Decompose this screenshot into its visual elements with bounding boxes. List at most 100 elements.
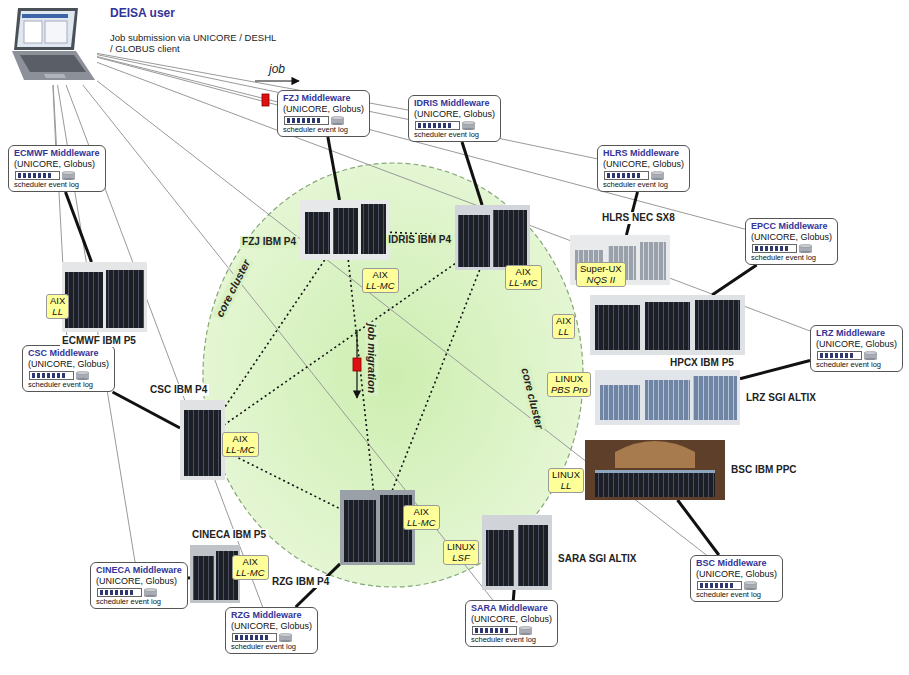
- event-log-icon-part: [785, 246, 788, 251]
- event-log-icon-part: [302, 118, 305, 123]
- event-log-icon-part: [480, 628, 483, 633]
- site-link: [113, 392, 180, 428]
- middleware-heading: BSC Middleware: [696, 558, 777, 569]
- event-log-icon-part: [98, 589, 142, 597]
- event-log-icon-part: [52, 373, 55, 378]
- job-arrow-part: [255, 80, 299, 81]
- submission-link: [97, 62, 810, 331]
- middleware-box: SARA Middleware(UNICORE, Globus)schedule…: [465, 600, 558, 647]
- scheduler-name: LL-MC: [236, 568, 265, 579]
- user-note: Job submission via UNICORE / DESHL / GLO…: [108, 32, 282, 54]
- middleware-heading: ECMWF Middleware: [14, 148, 100, 159]
- event-log-icon-part: [18, 173, 21, 178]
- job-migration-arrow: [353, 330, 361, 398]
- event-log-icon-part: [475, 628, 478, 633]
- machine-name: LRZ SGI ALTIX: [744, 392, 818, 404]
- middleware-box: HLRS Middleware(UNICORE, Globus)schedule…: [597, 145, 690, 192]
- event-log-icon: [415, 121, 477, 130]
- supercomputer-photo-part: [640, 242, 666, 280]
- machine-name: RZG IBM P4: [270, 576, 331, 588]
- supercomputer-photo-part: [600, 385, 640, 420]
- event-log-icon-part: [753, 245, 797, 253]
- event-log-icon-part: [62, 373, 65, 378]
- event-log-icon: [472, 626, 534, 635]
- site-link: [512, 590, 516, 600]
- event-log-icon-part: [710, 583, 713, 588]
- supercomputer: BSC IBM PPCLINUXLL: [585, 440, 725, 500]
- core-link: [392, 270, 479, 490]
- scheduler-name: LL: [50, 307, 65, 318]
- event-log-icon-part: [835, 353, 838, 358]
- supercomputer: LRZ SGI ALTIXLINUXPBS Pro: [595, 370, 740, 425]
- middleware-heading: CSC Middleware: [28, 348, 109, 359]
- event-log-icon-part: [331, 123, 344, 125]
- supercomputer-photo-part: [180, 400, 225, 480]
- os-scheduler-tag: AIXLL-MC: [403, 505, 440, 530]
- os-scheduler-tag: LINUXLL: [548, 468, 584, 493]
- event-log-icon-part: [428, 123, 431, 128]
- event-log-icon-part: [799, 244, 812, 247]
- event-log-icon-part: [698, 582, 742, 590]
- event-log-icon-part: [840, 353, 843, 358]
- supercomputer-photo: [585, 440, 725, 500]
- event-log-icon-part: [627, 173, 630, 178]
- event-log-icon-part: [485, 628, 488, 633]
- event-log-icon-part: [105, 590, 108, 595]
- event-log-icon-part: [519, 626, 532, 629]
- event-log-label: scheduler event log: [816, 360, 897, 369]
- event-log-icon-part: [720, 583, 723, 588]
- site-link: [740, 361, 810, 379]
- event-log-icon-part: [38, 173, 41, 178]
- event-log-icon-part: [820, 353, 823, 358]
- scheduler-name: LL-MC: [407, 518, 436, 529]
- os-scheduler-tag: AIXLL: [46, 294, 69, 319]
- event-log-icon-part: [297, 118, 300, 123]
- core-link: [225, 451, 340, 509]
- supercomputer: IDRIS IBM P4AIXLL-MC: [455, 205, 530, 270]
- job-migration-arrow-part: [353, 358, 361, 371]
- event-log-icon-part: [100, 590, 103, 595]
- submission-link: [83, 85, 493, 600]
- os-scheduler-tag: AIXLL-MC: [505, 265, 542, 290]
- supercomputer: SARA SGI ALTIXLINUXLSF: [482, 515, 552, 590]
- machine-name: FZJ IBM P4: [240, 236, 298, 248]
- event-log-icon-part: [651, 171, 664, 174]
- event-log-icon-part: [144, 588, 157, 591]
- machine-name: CSC IBM P4: [148, 384, 209, 396]
- supercomputer-photo-part: [300, 200, 390, 260]
- annotation-label: core cluster: [518, 364, 547, 432]
- supercomputer-photo-part: [184, 410, 221, 476]
- supercomputer-photo-part: [645, 380, 690, 420]
- event-log-icon-part: [617, 173, 620, 178]
- event-log-icon-part: [462, 121, 475, 124]
- laptop-icon-part: [22, 14, 68, 18]
- supercomputer-photo: [62, 262, 147, 332]
- supercomputer-photo-part: [693, 376, 737, 420]
- machine-name: SARA SGI ALTIX: [556, 553, 639, 565]
- event-log-icon-part: [312, 118, 315, 123]
- event-log-icon-part: [632, 173, 635, 178]
- event-log-icon: [29, 371, 91, 380]
- middleware-heading: RZG Middleware: [231, 610, 312, 621]
- os-scheduler-tag: LINUXLSF: [443, 540, 479, 565]
- event-log-icon: [15, 171, 77, 180]
- user-heading: DEISA user: [108, 6, 177, 20]
- event-log-icon-part: [32, 373, 35, 378]
- scheduler-name: LL-MC: [509, 278, 538, 289]
- event-log-icon: [232, 633, 294, 642]
- supercomputer-photo: [300, 200, 390, 260]
- event-log-icon-part: [37, 373, 40, 378]
- event-log-icon-part: [331, 116, 344, 119]
- event-log-icon-part: [715, 583, 718, 588]
- event-log-icon-part: [850, 353, 853, 358]
- event-log-label: scheduler event log: [603, 180, 684, 189]
- event-log-icon-part: [607, 173, 610, 178]
- event-log-icon-part: [775, 246, 778, 251]
- machine-name: BSC IBM PPC: [729, 464, 799, 476]
- event-log-icon: [817, 351, 879, 360]
- event-log-icon-part: [780, 246, 783, 251]
- event-log-icon-part: [43, 173, 46, 178]
- event-log-icon-part: [265, 635, 268, 640]
- submission-link: [97, 57, 745, 229]
- os-name: AIX: [366, 270, 395, 281]
